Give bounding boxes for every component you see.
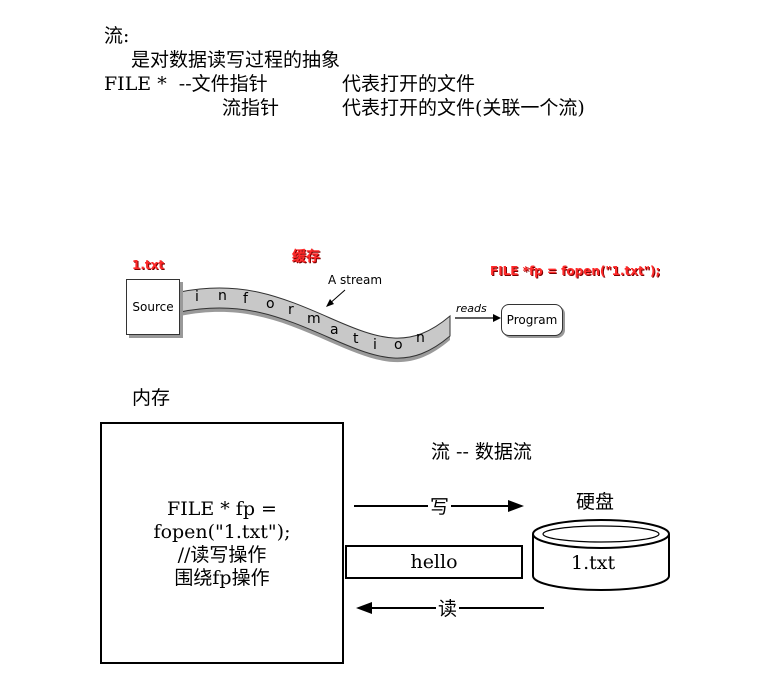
- stream-letter: n: [416, 330, 425, 346]
- disk-cylinder-top: [532, 519, 670, 549]
- write-arrowhead: [508, 500, 524, 512]
- cache-label: 缓存: [292, 249, 320, 265]
- stream-letter: r: [288, 302, 294, 318]
- stream-ribbon: [179, 287, 451, 359]
- read-label: 读: [436, 594, 460, 621]
- code-block: FILE * fp = fopen("1.txt"); //读写操作 围绕fp操…: [100, 498, 344, 590]
- memory-label: 内存: [132, 387, 171, 409]
- data-stream-label: 流 -- 数据流: [431, 441, 532, 463]
- stream-pointer-label: 流指针: [222, 97, 280, 119]
- stream-letter: i: [195, 289, 200, 305]
- stream-letter: o: [266, 296, 275, 312]
- stream-definition: 是对数据读写过程的抽象: [131, 49, 341, 71]
- file-pointer-label: FILE * --文件指针: [104, 73, 268, 95]
- hello-box: hello: [345, 545, 523, 579]
- stream-letter: m: [307, 311, 321, 327]
- reads-arrowhead: [493, 314, 501, 322]
- source-label: Source: [132, 300, 174, 314]
- stream-letter: t: [353, 331, 359, 347]
- code-line: fopen("1.txt");: [153, 521, 291, 543]
- code-line: FILE * fp =: [167, 498, 277, 520]
- stream-letter: f: [243, 291, 248, 307]
- fopen-label: FILE *fp = fopen("1.txt");: [490, 264, 661, 278]
- file-pointer-desc: 代表打开的文件: [342, 73, 476, 95]
- code-line: //读写操作: [177, 544, 267, 566]
- disk-label: 硬盘: [576, 491, 615, 513]
- stream-letter: n: [218, 288, 227, 304]
- stream-pointer-arrowhead: [326, 299, 334, 307]
- memory-box: [100, 422, 344, 664]
- program-label: Program: [506, 313, 558, 327]
- stream-pointer-desc: 代表打开的文件(关联一个流): [342, 97, 585, 119]
- code-line: 围绕fp操作: [174, 567, 270, 589]
- reads-label: reads: [456, 302, 487, 315]
- stream-letter: i: [373, 337, 377, 353]
- write-label: 写: [428, 492, 452, 519]
- heading-stream: 流:: [104, 25, 130, 47]
- disk-cylinder-inner: [542, 525, 660, 543]
- program-box: Program: [501, 304, 563, 336]
- stream-letter: o: [394, 337, 403, 353]
- source-box: Source: [126, 279, 180, 335]
- read-arrowhead: [356, 602, 372, 614]
- hello-label: hello: [410, 551, 458, 573]
- stream-letter: a: [330, 322, 339, 338]
- stream-label: A stream: [328, 273, 383, 287]
- disk-file-label: 1.txt: [571, 552, 616, 574]
- disk-cylinder-body: [532, 534, 670, 591]
- file-name-label: 1.txt: [132, 258, 165, 272]
